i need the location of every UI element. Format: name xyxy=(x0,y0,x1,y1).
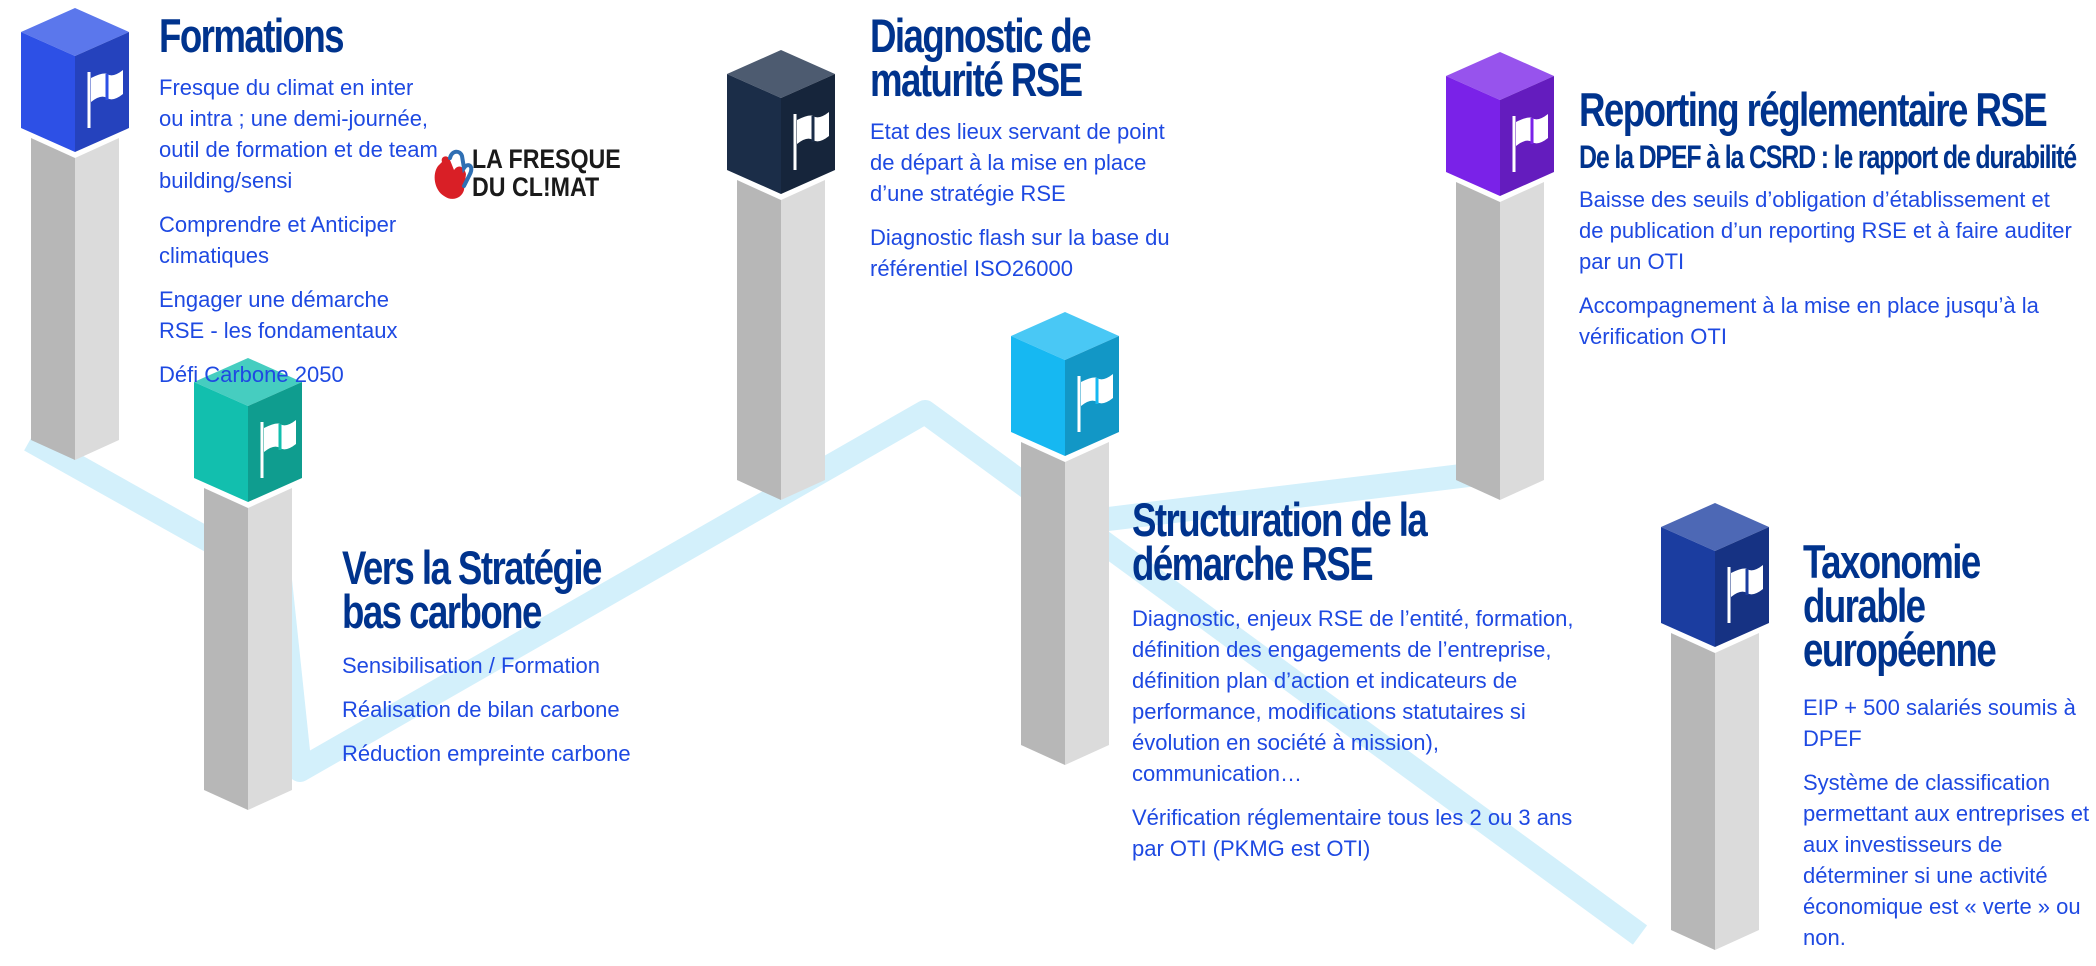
fresque-du-climat-logo: LA FRESQUE DU CL!MAT xyxy=(428,142,642,208)
step-title-formations: Formations xyxy=(159,9,345,62)
pillar-right-face xyxy=(1715,633,1759,950)
cube-left-face xyxy=(1446,76,1500,196)
cube-left-face xyxy=(727,74,781,194)
flag-icon xyxy=(87,70,123,128)
flag-icon xyxy=(260,420,296,478)
step-item: Engager une démarche RSE - les fondament… xyxy=(159,287,398,343)
step-item: Diagnostic flash sur la base du référent… xyxy=(870,225,1170,281)
roadmap-path xyxy=(24,400,1648,945)
logo-line-1: LA FRESQUE xyxy=(472,144,621,174)
step-item: Défi Carbone 2050 xyxy=(159,362,344,387)
step-item: Baisse des seuils d’obligation d’établis… xyxy=(1579,187,2072,274)
pillar-left-face xyxy=(1456,182,1500,500)
step-subtitle-reporting: De la DPEF à la CSRD : le rapport de dur… xyxy=(1579,139,2077,175)
step-title-taxonomie-line1: Taxonomie xyxy=(1803,535,1981,588)
logo-line-2: DU CL!MAT xyxy=(472,172,600,202)
step-item: Comprendre et Anticiper climatiques xyxy=(159,212,397,268)
flag-icon xyxy=(1727,565,1763,623)
cube-left-face xyxy=(1011,336,1065,456)
milestone-structuration xyxy=(1011,312,1119,765)
pillar-left-face xyxy=(737,180,781,500)
step-body-diagnostic: Etat des lieux servant de point de dépar… xyxy=(870,116,1175,297)
step-item: Diagnostic, enjeux RSE de l’entité, form… xyxy=(1132,606,1574,786)
pillar-right-face xyxy=(1065,442,1109,765)
cube-left-face xyxy=(1661,527,1715,647)
pillar-right-face xyxy=(781,180,825,500)
step-item: Réduction empreinte carbone xyxy=(342,741,631,766)
step-body-taxonomie: EIP + 500 salariés soumis à DPEF Système… xyxy=(1803,692,2093,966)
step-body-structuration: Diagnostic, enjeux RSE de l’entité, form… xyxy=(1132,603,1577,877)
step-title-taxonomie-line2: durable xyxy=(1803,579,1926,632)
step-title-diagnostic-line1: Diagnostic de xyxy=(870,9,1092,62)
step-item: Fresque du climat en inter ou intra ; un… xyxy=(159,75,438,193)
milestone-reporting xyxy=(1446,52,1554,500)
hands-icon xyxy=(434,149,474,199)
step-item: Sensibilisation / Formation xyxy=(342,653,601,678)
step-title-strategie-line2: bas carbone xyxy=(342,585,542,638)
milestone-diagnostic xyxy=(727,50,835,500)
step-item: Etat des lieux servant de point de dépar… xyxy=(870,119,1165,206)
pillar-right-face xyxy=(248,488,292,810)
step-item: Réalisation de bilan carbone xyxy=(342,697,620,722)
step-item: Système de classification permettant aux… xyxy=(1803,770,2090,950)
flag-icon xyxy=(793,112,829,170)
pillar-left-face xyxy=(1021,442,1065,765)
step-body-formations: Fresque du climat en inter ou intra ; un… xyxy=(159,72,439,403)
flag-icon xyxy=(1512,114,1548,172)
milestone-formations xyxy=(21,8,129,460)
pillar-left-face xyxy=(31,138,75,460)
step-title-diagnostic-line2: maturité RSE xyxy=(870,53,1083,106)
milestone-strategie xyxy=(194,358,302,810)
step-title-structuration-line1: Structuration de la xyxy=(1132,493,1428,546)
step-body-reporting: Baisse des seuils d’obligation d’établis… xyxy=(1579,184,2079,365)
pillar-right-face xyxy=(75,138,119,460)
step-item: Accompagnement à la mise en place jusqu’… xyxy=(1579,293,2039,349)
pillar-left-face xyxy=(1671,633,1715,950)
cube-left-face xyxy=(194,382,248,502)
cube-left-face xyxy=(21,32,75,152)
step-title-structuration-line2: démarche RSE xyxy=(1132,537,1374,590)
pillar-left-face xyxy=(204,488,248,810)
pillar-right-face xyxy=(1500,182,1544,500)
step-body-strategie: Sensibilisation / Formation Réalisation … xyxy=(342,650,682,782)
step-title-strategie-line1: Vers la Stratégie xyxy=(342,541,602,594)
step-title-reporting: Reporting réglementaire RSE xyxy=(1579,83,2048,136)
step-item: EIP + 500 salariés soumis à DPEF xyxy=(1803,695,2076,751)
flag-icon xyxy=(1077,374,1113,432)
milestone-taxonomie xyxy=(1661,503,1769,950)
step-title-taxonomie-line3: européenne xyxy=(1803,623,1997,676)
step-item: Vérification réglementaire tous les 2 ou… xyxy=(1132,805,1573,861)
